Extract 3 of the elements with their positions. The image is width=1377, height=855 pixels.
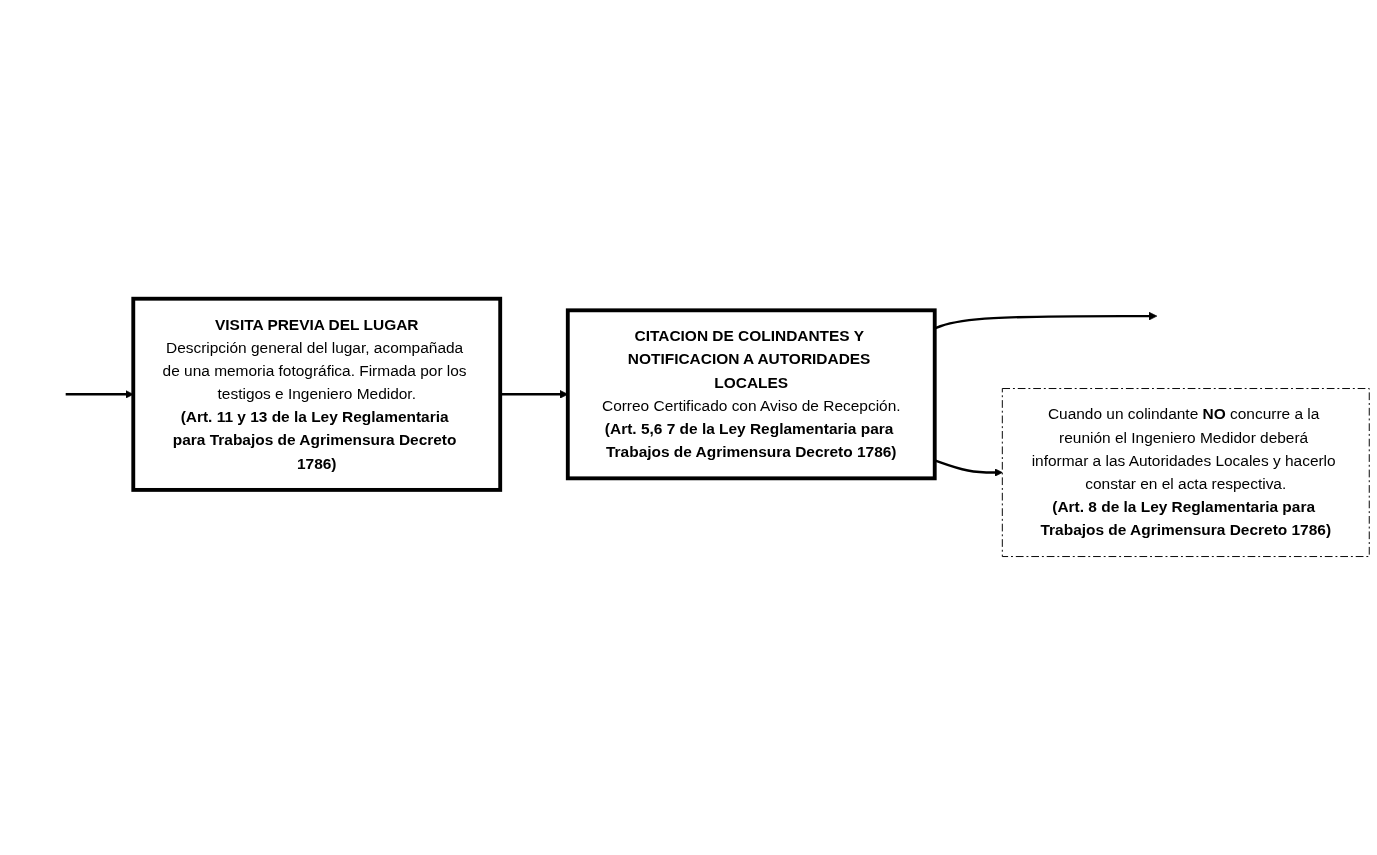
- node-box: VISITA PREVIA DEL LUGAR Descripción general del lugar, acompañada de una memoria fotográfica. Firmada por los testigos e Ingeniero Medidor. (Art. 11 y 13 de la Ley Reglamentaria para Trabajos de Agrimensura Decreto 1786): [131, 296, 503, 492]
- node-box: CITACION DE COLINDANTES Y NOTIFICACION A AUTORIDADES LOCALES Correo Certificado con Aviso de Recepción. (Art. 5,6 7 de la Ley Reglamentaria para Trabajos de Agrimensura Decreto 1786): [565, 308, 937, 481]
- node-box: Cuando un colindante NO concurre a la reunión el Ingeniero Medidor deberá informar a las Autoridades Locales y hacerlo constar en el acta respectiva. (Art. 8 de la Ley Reglamentaria para Trabajos de Agrimensura Decreto 1786): [1001, 387, 1370, 557]
